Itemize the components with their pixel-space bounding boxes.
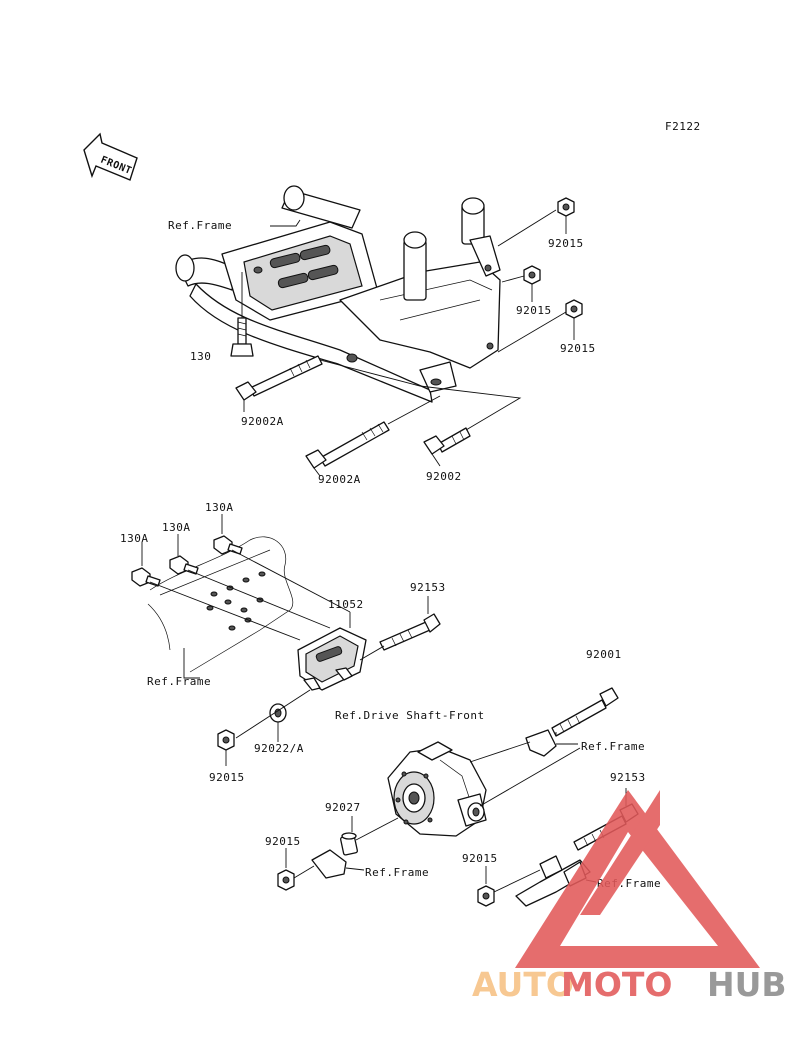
label-ref-frame-3: Ref.Frame [581,740,645,753]
label-ref-frame-1: Ref.Frame [168,219,232,232]
label-92002A-a: 92002A [241,415,284,428]
diagram-code: F2122 [665,120,701,133]
label-92153-b: 92153 [610,771,646,784]
label-92022A: 92022/A [254,742,304,755]
bottom-leader-lines [285,732,627,893]
ref-frame-bracket-lower [311,849,347,879]
label-130A-a: 130A [205,501,234,514]
bolt-92001 [551,687,619,737]
label-ref-frame-4: Ref.Frame [365,866,429,879]
logo-text-auto: AUTO [472,965,574,1004]
front-arrow-icon: FRONT [83,132,138,181]
top-leader-lines [241,209,575,477]
label-130A-c: 130A [120,532,149,545]
label-130A-b: 130A [162,521,191,534]
bolt-92002 [423,427,471,455]
middle-leader-lines [141,514,429,766]
nut-92015-e [277,869,295,891]
bolt-92002A-a [235,355,323,401]
label-92015-e: 92015 [265,835,301,848]
label-92001: 92001 [586,648,622,661]
label-92002A-b: 92002A [318,473,361,486]
label-11052: 11052 [328,598,364,611]
nut-92015-c [565,299,583,319]
engine-bracket [175,185,501,403]
label-130: 130 [190,350,211,363]
automotohub-logo: AUTO MOTO HUB [472,790,787,1004]
collar-92027 [340,832,358,856]
label-92153-a: 92153 [410,581,446,594]
label-ref-drive-shaft: Ref.Drive Shaft-Front [335,709,485,722]
label-92015-d: 92015 [209,771,245,784]
bolt-130A-a [131,567,161,587]
nut-92015-b [523,265,541,285]
label-92002: 92002 [426,470,462,483]
logo-text-moto: MOTO [561,965,672,1004]
logo-text-hub: HUB [707,965,787,1004]
nut-92015-a [557,197,575,217]
nut-92015-f [477,885,495,907]
bolt-130A-c [213,535,243,555]
bracket-11052 [297,627,367,691]
front-differential [387,741,487,837]
bolt-130A-b [169,555,199,575]
nut-92015-d [217,729,235,751]
label-92027: 92027 [325,801,361,814]
label-ref-frame-2: Ref.Frame [147,675,211,688]
bolt-92002A-b [305,421,390,469]
label-92015-f: 92015 [462,852,498,865]
bolt-130 [230,317,254,357]
label-92015-c: 92015 [560,342,596,355]
bolt-92153-a [379,613,441,651]
ref-frame-bracket-upper [525,729,557,757]
label-92015-a: 92015 [548,237,584,250]
label-92015-b: 92015 [516,304,552,317]
